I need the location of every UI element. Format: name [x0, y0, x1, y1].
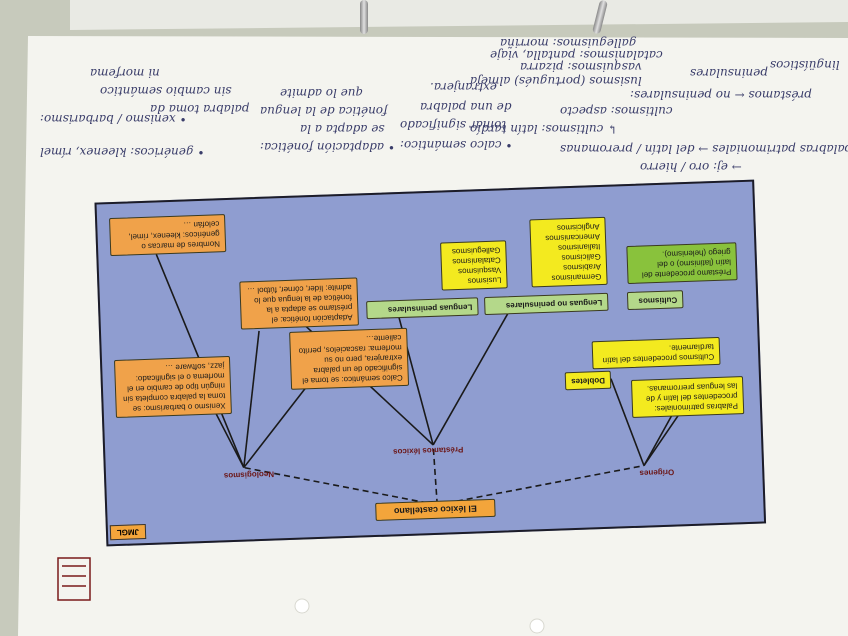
- prestamos-line-a: [432, 311, 510, 446]
- root-neologismos-line: [243, 466, 438, 506]
- note-line: fonética de la lengua: [260, 104, 388, 118]
- printed-diagram: El léxico castellano Orígenes Préstamos …: [94, 164, 767, 547]
- cultismos-definition: Préstamo procedente del latín (latinismo…: [626, 242, 738, 285]
- note-line: galleguismos: morriña: [500, 36, 637, 50]
- origins-line-c: [610, 378, 645, 466]
- note-line: palabras patrimoniales → del latín / pre…: [560, 142, 848, 156]
- note-line: vasquismos: pizarra: [520, 60, 642, 74]
- note-line: peninsulares: [690, 66, 768, 80]
- note-line: que lo admite: [280, 86, 364, 100]
- punch-hole-right: [529, 618, 545, 634]
- note-line: cultismos: aspecto: [560, 104, 673, 118]
- note-line: • genéricos: kleenex, rímel: [40, 145, 205, 159]
- patrimoniales-box: Palabras patrimoniales: procedentes del …: [630, 376, 745, 418]
- concept-map: El léxico castellano Orígenes Préstamos …: [94, 164, 767, 547]
- cultismos-origin-box: Cultismos procedentes del latín tardíame…: [591, 336, 721, 370]
- no-peninsulares-list: Germanismos Arabismos Galicismos Italian…: [529, 216, 608, 288]
- note-line: lingüísticos: [770, 58, 840, 72]
- peninsulares-list: Lusismos Vasquismos Catalanismos Gallegu…: [440, 240, 508, 291]
- note-line: préstamos ← no peninsulares:: [630, 88, 812, 102]
- back-page: [70, 0, 848, 30]
- root-origins-line: [437, 464, 645, 506]
- note-line: palabra toma da: [150, 102, 250, 116]
- branch-origins: Orígenes: [639, 467, 675, 478]
- origins-line-a: [643, 414, 673, 466]
- note-line: catalanismos: pantalla, viaje: [490, 48, 663, 62]
- adaptacion-fonetica-box: Adaptación fonética: el préstamo se adap…: [239, 277, 359, 330]
- cultismos-node: Cultismos: [626, 290, 684, 311]
- note-line: se adapta a la: [300, 122, 385, 136]
- note-line: • calco semántico:: [400, 138, 513, 152]
- calco-semantico-box: Calco semántico: se toma el significado …: [289, 327, 410, 390]
- dobletes-box: Dobletes: [564, 370, 612, 391]
- author-tag: JMGL: [109, 524, 147, 541]
- note-line: tomar significado: [400, 118, 507, 132]
- note-line: lusismos (portugués) almeja: [470, 74, 642, 88]
- neo-line-b: [243, 330, 260, 468]
- xenismo-box: Xenismo o barbarismo: se toma la palabra…: [113, 355, 232, 418]
- binder-ring-left: [360, 0, 368, 34]
- note-line: sin cambio semántico: [100, 84, 232, 98]
- nombres-marcas-box: Nombres de marcas o genéricos: kleenex, …: [109, 214, 227, 257]
- branch-neologismos: Neologismos: [223, 469, 275, 481]
- punch-hole-left: [294, 598, 310, 614]
- note-line: ni morfema: [90, 66, 160, 80]
- stamp-icon: [57, 557, 91, 601]
- note-line: de una palabra: [420, 100, 512, 114]
- note-line: • adaptación fonética:: [260, 140, 395, 154]
- root-prestamos-line: [432, 444, 439, 505]
